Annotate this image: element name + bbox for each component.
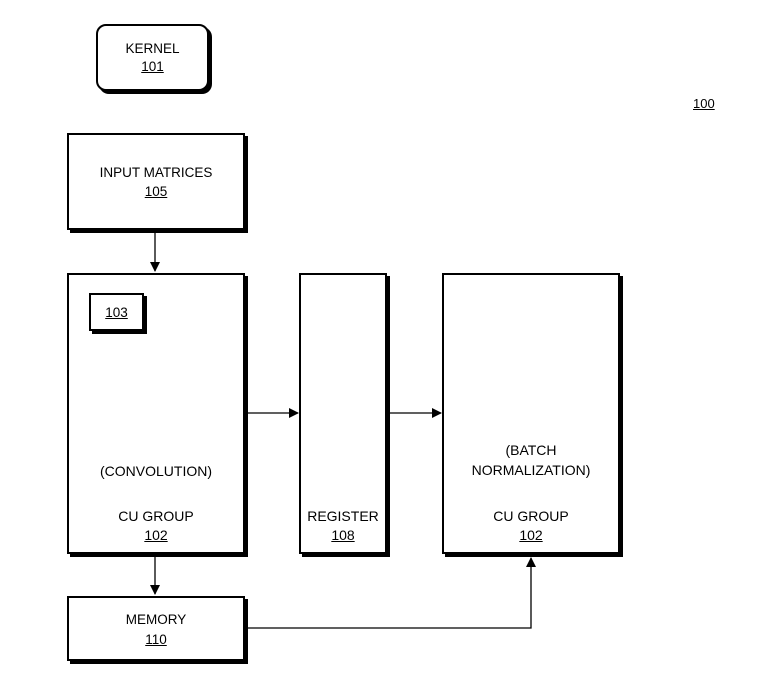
conv-ref: 102 bbox=[144, 527, 168, 543]
input-matrices-title: INPUT MATRICES bbox=[99, 165, 213, 180]
input-matrices-ref: 105 bbox=[144, 184, 168, 199]
register-box: REGISTER 108 bbox=[299, 273, 387, 554]
conv-cu-group-box: 103 (CONVOLUTION) CU GROUP 102 bbox=[67, 273, 245, 554]
bn-ref: 102 bbox=[519, 527, 543, 543]
register-ref: 108 bbox=[331, 527, 355, 543]
conv-inner-box: 103 bbox=[89, 293, 144, 331]
kernel-box: KERNEL 101 bbox=[96, 24, 209, 91]
conv-title: CU GROUP bbox=[118, 508, 194, 524]
register-title: REGISTER bbox=[307, 508, 379, 524]
conv-role: (CONVOLUTION) bbox=[100, 463, 212, 479]
memory-ref: 110 bbox=[145, 632, 167, 647]
input-matrices-box: INPUT MATRICES 105 bbox=[67, 133, 245, 230]
bn-cu-group-box: (BATCH NORMALIZATION) CU GROUP 102 bbox=[442, 273, 620, 554]
memory-title: MEMORY bbox=[125, 612, 187, 627]
figure-reference: 100 bbox=[693, 96, 715, 111]
bn-role-line1: (BATCH bbox=[505, 442, 557, 458]
bn-title: CU GROUP bbox=[493, 508, 569, 524]
memory-box: MEMORY 110 bbox=[67, 596, 245, 661]
kernel-ref: 101 bbox=[141, 59, 164, 74]
bn-role-line2: NORMALIZATION) bbox=[471, 462, 591, 478]
kernel-title: KERNEL bbox=[125, 41, 180, 56]
arrow-memory-to-bn bbox=[247, 557, 536, 629]
conv-inner-ref: 103 bbox=[105, 305, 128, 320]
